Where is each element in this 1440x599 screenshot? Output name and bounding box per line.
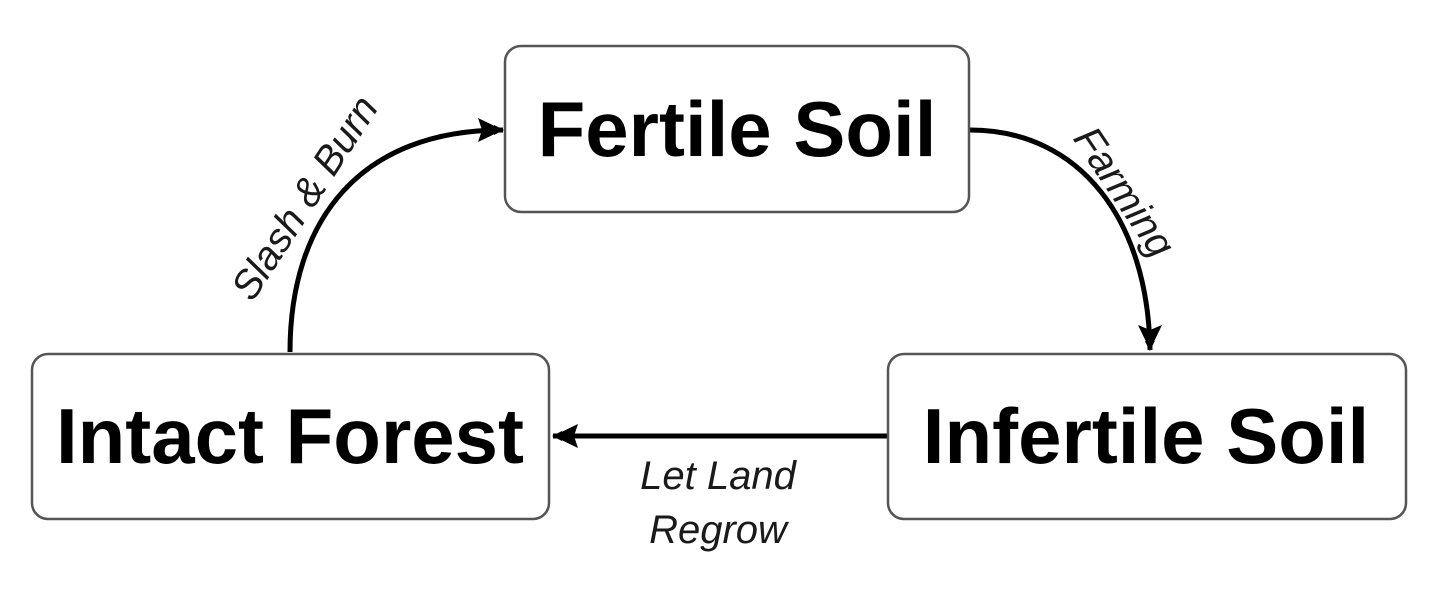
edge-let-land-regrow-label-line-1: Let Land	[640, 454, 797, 498]
node-intact-forest-label: Intact Forest	[56, 392, 524, 480]
edge-slash-and-burn-label: Slash & Burn	[223, 88, 387, 308]
arrowhead-farming	[1138, 325, 1162, 350]
edge-farming-label: Farming	[1065, 119, 1184, 265]
node-intact-forest-box	[30, 352, 551, 521]
node-intact-forest: Intact Forest	[30, 352, 551, 521]
edge-farming-arrow	[969, 127, 1155, 351]
node-infertile-soil-label: Infertile Soil	[923, 392, 1369, 480]
arrowhead-slash-and-burn	[478, 118, 503, 142]
node-fertile-soil-box	[503, 44, 971, 214]
edge-slash-and-burn-arrow	[287, 125, 504, 353]
node-infertile-soil-box	[886, 352, 1408, 521]
node-fertile-soil: Fertile Soil	[503, 44, 971, 214]
arrowhead-let-land-regrow	[553, 424, 578, 448]
edge-let-land-regrow-label-line-2: Regrow	[649, 508, 790, 552]
node-infertile-soil: Infertile Soil	[886, 352, 1408, 521]
node-fertile-soil-label: Fertile Soil	[538, 85, 937, 173]
